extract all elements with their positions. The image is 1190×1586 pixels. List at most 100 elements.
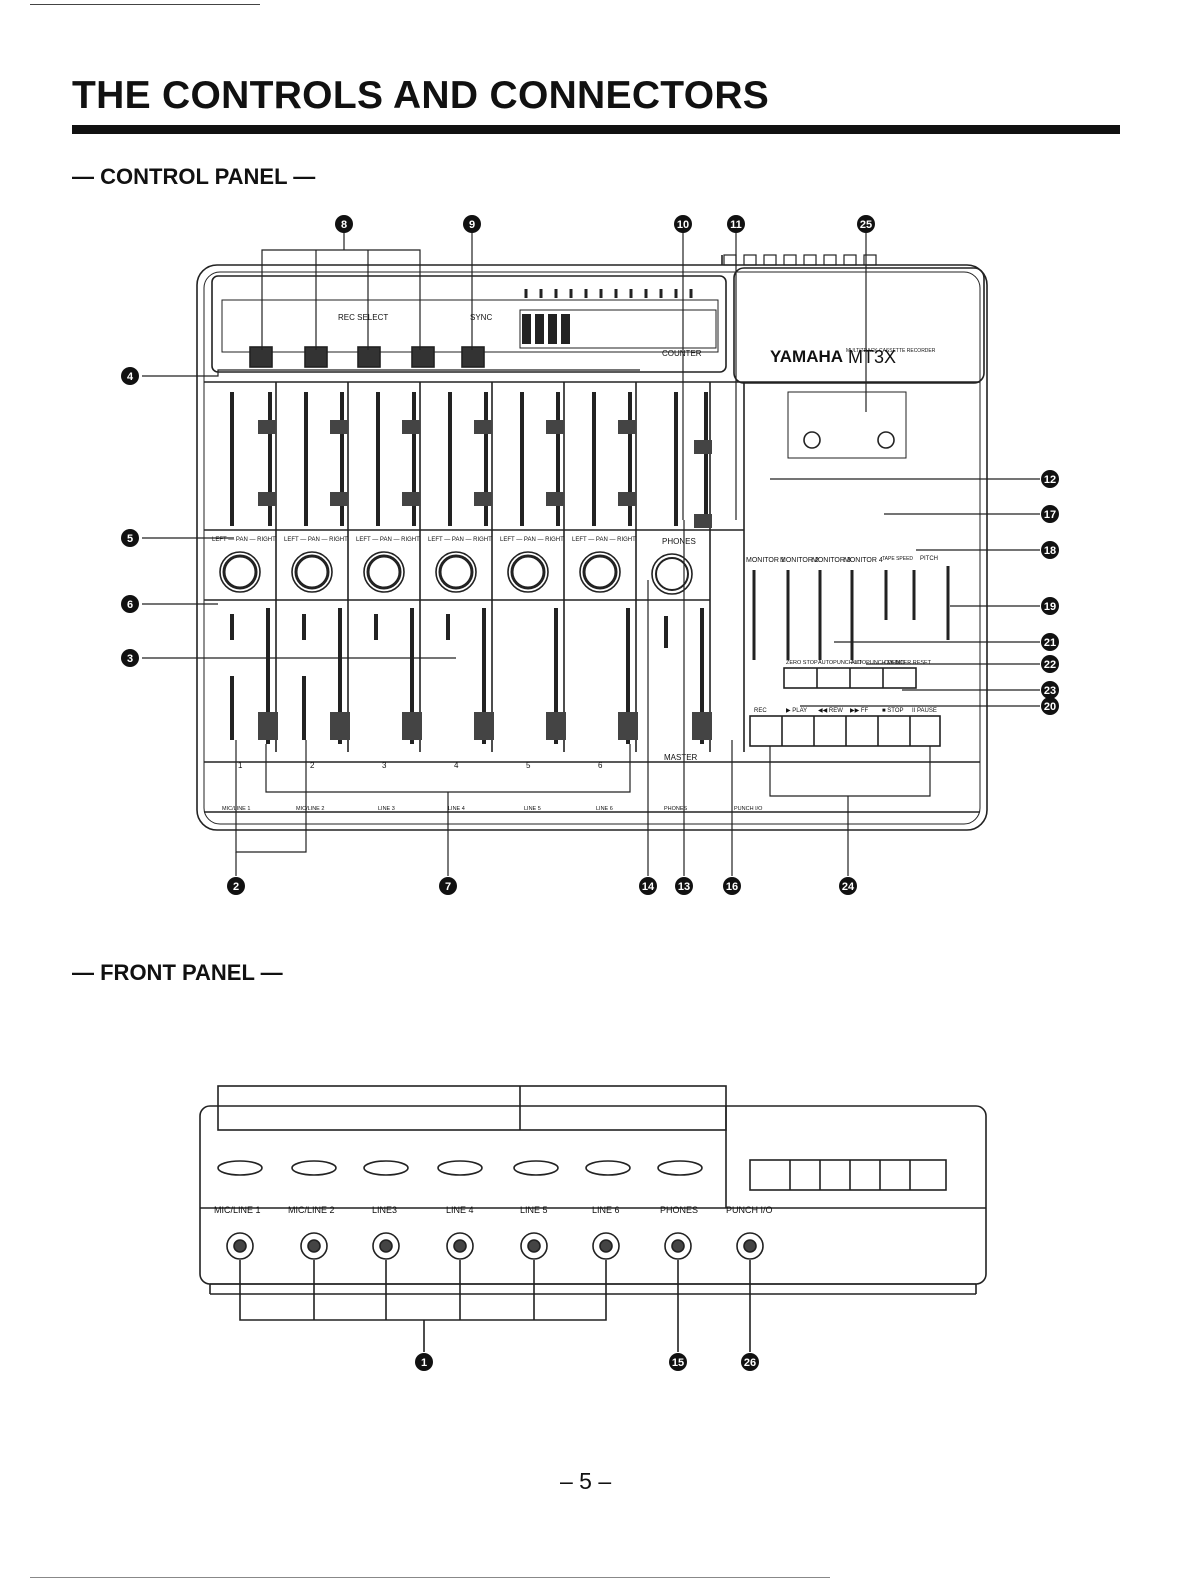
transport-button-stop[interactable]: ■ STOP	[882, 708, 904, 714]
callout-8: 8	[335, 215, 353, 233]
channel-number-2: 2	[310, 761, 315, 770]
svg-text:22: 22	[1044, 659, 1056, 671]
monitor-label-3: MONITOR 3	[812, 557, 851, 564]
pan-label-1: LEFT — PAN — RIGHT	[212, 537, 276, 543]
svg-text:11: 11	[730, 219, 742, 231]
callout-6: 6	[121, 595, 139, 613]
callout-19: 19	[1041, 597, 1059, 615]
callout-7: 7	[439, 877, 457, 895]
channel-number-5: 5	[526, 761, 531, 770]
bottom-edge-line	[30, 1577, 830, 1578]
callout-3: 3	[121, 649, 139, 667]
pan-label-4: LEFT — PAN — RIGHT	[428, 537, 492, 543]
brand-name: YAMAHA	[770, 347, 843, 366]
top-input-label-4: LINE 4	[448, 806, 465, 812]
svg-text:20: 20	[1044, 701, 1056, 713]
callout-2: 2	[227, 877, 245, 895]
rec-select-label: REC SELECT	[338, 313, 388, 322]
tape-speed-label: TAPE SPEED	[882, 556, 913, 562]
svg-text:2: 2	[233, 881, 239, 893]
svg-text:6: 6	[127, 599, 133, 611]
top-input-label-2: MIC/LINE 2	[296, 806, 324, 812]
function-button-zero-stop[interactable]: ZERO STOP	[786, 660, 818, 666]
function-button-autopunch-memo[interactable]: AUTOPUNCH MEMO	[851, 660, 905, 666]
svg-text:16: 16	[726, 881, 738, 893]
pan-label-3: LEFT — PAN — RIGHT	[356, 537, 420, 543]
master-label: MASTER	[664, 753, 698, 762]
svg-text:3: 3	[127, 653, 133, 665]
channel-number-6: 6	[598, 761, 603, 770]
svg-text:12: 12	[1044, 474, 1056, 486]
function-button-counter-reset[interactable]: COUNTER RESET	[884, 660, 932, 666]
transport-button-pause[interactable]: II PAUSE	[912, 708, 937, 714]
svg-text:23: 23	[1044, 685, 1056, 697]
callout-1: 1	[415, 1353, 433, 1371]
callout-25: 25	[857, 215, 875, 233]
svg-text:7: 7	[445, 881, 451, 893]
top-input-label-3: LINE 3	[378, 806, 395, 812]
model-name: MT3X	[848, 347, 896, 367]
transport-button-ff[interactable]: ▶▶ FF	[850, 708, 869, 714]
sync-label: SYNC	[470, 313, 492, 322]
callout-9: 9	[463, 215, 481, 233]
callout-26: 26	[741, 1353, 759, 1371]
pitch-label: PITCH	[920, 556, 938, 562]
channel-number-4: 4	[454, 761, 459, 770]
callout-10: 10	[674, 215, 692, 233]
phones-label: PHONES	[662, 537, 696, 546]
front-input-label-3: LINE3	[372, 1205, 397, 1215]
front-input-label-6: LINE 6	[592, 1205, 620, 1215]
transport-button-rew[interactable]: ◀◀ REW	[818, 708, 843, 714]
front-input-label-8: PUNCH I/O	[726, 1205, 773, 1215]
function-button-autopunch-io[interactable]: AUTOPUNCH I/O	[818, 660, 862, 666]
svg-text:13: 13	[678, 881, 690, 893]
callout-22: 22	[1041, 655, 1059, 673]
transport-button-play[interactable]: ▶ PLAY	[786, 708, 807, 714]
monitor-label-1: MONITOR 1	[746, 557, 785, 564]
callout-13: 13	[675, 877, 693, 895]
svg-text:19: 19	[1044, 601, 1056, 613]
front-input-label-2: MIC/LINE 2	[288, 1205, 335, 1215]
channel-number-1: 1	[238, 761, 243, 770]
title-rule	[72, 125, 1120, 134]
callout-15: 15	[669, 1353, 687, 1371]
top-input-label-6: LINE 6	[596, 806, 613, 812]
svg-text:8: 8	[341, 219, 347, 231]
svg-text:5: 5	[127, 533, 133, 545]
callout-5: 5	[121, 529, 139, 547]
svg-text:24: 24	[842, 881, 855, 893]
monitor-label-2: MONITOR 2	[780, 557, 819, 564]
page-number: – 5 –	[560, 1468, 612, 1494]
svg-text:17: 17	[1044, 509, 1056, 521]
front-input-label-1: MIC/LINE 1	[214, 1205, 261, 1215]
callout-24: 24	[839, 877, 857, 895]
monitor-label-4: MONITOR 4	[844, 557, 883, 564]
svg-text:26: 26	[744, 1357, 756, 1369]
pan-label-6: LEFT — PAN — RIGHT	[572, 537, 636, 543]
counter-label: COUNTER	[662, 349, 702, 358]
callout-14: 14	[639, 877, 657, 895]
page-title: THE CONTROLS AND CONNECTORS	[72, 74, 770, 117]
svg-text:18: 18	[1044, 545, 1056, 557]
top-input-label-5: LINE 5	[524, 806, 541, 812]
callout-18: 18	[1041, 541, 1059, 559]
callout-11: 11	[727, 215, 745, 233]
svg-text:14: 14	[642, 881, 655, 893]
callout-23: 23	[1041, 681, 1059, 699]
callout-17: 17	[1041, 505, 1059, 523]
pan-label-2: LEFT — PAN — RIGHT	[284, 537, 348, 543]
svg-text:1: 1	[421, 1357, 427, 1369]
top-input-label-8: PUNCH I/O	[734, 806, 763, 812]
model-subtitle: MULTITRACK CASSETTE RECORDER	[846, 348, 936, 354]
callout-21: 21	[1041, 633, 1059, 651]
front-input-label-7: PHONES	[660, 1205, 698, 1215]
pan-label-5: LEFT — PAN — RIGHT	[500, 537, 564, 543]
callout-16: 16	[723, 877, 741, 895]
transport-button-rec[interactable]: REC	[754, 708, 767, 714]
svg-text:9: 9	[469, 219, 475, 231]
front-input-label-5: LINE 5	[520, 1205, 548, 1215]
front-panel-heading: — FRONT PANEL —	[72, 960, 283, 985]
control-panel-heading: — CONTROL PANEL —	[72, 164, 316, 189]
svg-text:15: 15	[672, 1357, 684, 1369]
